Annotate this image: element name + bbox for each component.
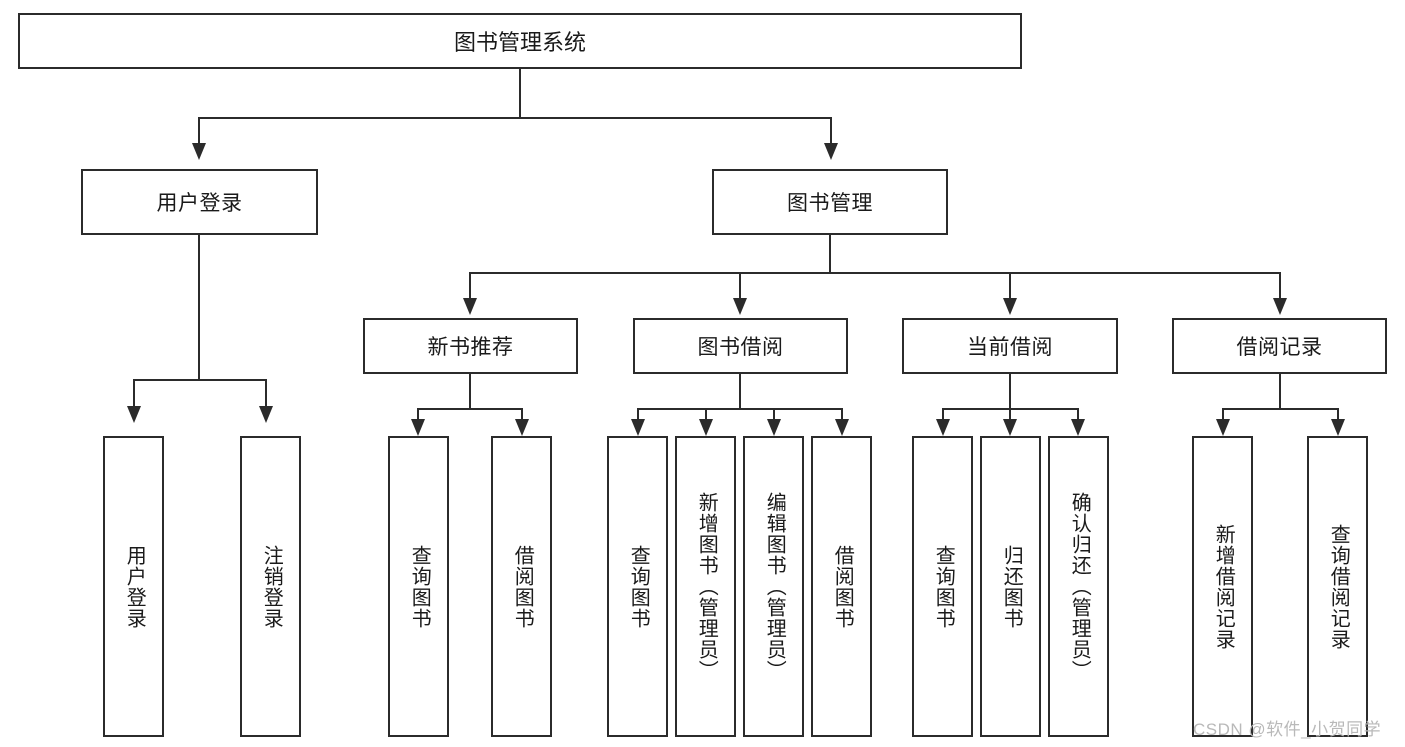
arrow-to-leaf-borrow-book-1	[515, 419, 529, 436]
connector-user-login-drop-1	[133, 379, 135, 406]
leaf-borrow-book-borrow[interactable]: 借阅图书	[811, 436, 872, 737]
connector-user-login-drop-2	[265, 379, 267, 406]
leaf-label: 查询图书	[627, 544, 650, 629]
arrow-to-leaf-query-book-1	[411, 419, 425, 436]
leaf-return-book[interactable]: 归还图书	[980, 436, 1041, 737]
node-label: 图书管理系统	[453, 30, 586, 55]
arrow-to-leaf-borrow-book-2	[835, 419, 849, 436]
leaf-label: 借阅图书	[511, 544, 534, 629]
node-label: 图书管理	[787, 192, 873, 215]
connector-new-book-rec-drop-2	[521, 408, 523, 420]
arrow-to-borrow-record	[1273, 298, 1287, 315]
connector-borrow-record-stem	[1279, 374, 1281, 409]
leaf-label: 用户登录	[123, 544, 146, 629]
connector-root-drop-right	[830, 117, 832, 143]
arrow-to-leaf-return-book	[1003, 419, 1017, 436]
connector-current-borrow-drop-1	[942, 408, 944, 420]
leaf-add-book-admin[interactable]: 新增图书（管理员）	[675, 436, 736, 737]
connector-book-borrow-drop-4	[841, 408, 843, 420]
leaf-confirm-return-admin[interactable]: 确认归还（管理员）	[1048, 436, 1109, 737]
leaf-logout[interactable]: 注销登录	[240, 436, 301, 737]
connector-book-borrow-drop-2	[705, 408, 707, 420]
connector-book-manage-drop-3	[1009, 272, 1011, 298]
node-label: 图书借阅	[697, 336, 784, 359]
connector-book-manage-stem	[829, 235, 831, 273]
node-label: 用户登录	[156, 192, 243, 215]
node-label: 借阅记录	[1236, 336, 1323, 359]
leaf-label: 确认归还（管理员）	[1068, 492, 1091, 681]
node-label: 新书推荐	[427, 336, 514, 359]
connector-new-book-rec-bar	[417, 408, 522, 410]
connector-book-borrow-stem	[739, 374, 741, 409]
leaf-query-borrow-record[interactable]: 查询借阅记录	[1307, 436, 1368, 737]
arrow-to-leaf-add-record	[1216, 419, 1230, 436]
connector-new-book-rec-drop-1	[417, 408, 419, 420]
leaf-label: 注销登录	[260, 544, 283, 629]
node-book-borrowing[interactable]: 图书借阅	[633, 318, 848, 374]
connector-root-drop-left	[198, 117, 200, 143]
node-root-book-management-system[interactable]: 图书管理系统	[18, 13, 1022, 69]
connector-book-manage-bar	[469, 272, 1281, 274]
connector-new-book-rec-stem	[469, 374, 471, 409]
leaf-query-book-current[interactable]: 查询图书	[912, 436, 973, 737]
node-user-login[interactable]: 用户登录	[81, 169, 318, 235]
arrow-to-leaf-query-record	[1331, 419, 1345, 436]
arrow-to-user-login	[192, 143, 206, 160]
connector-book-manage-drop-4	[1279, 272, 1281, 298]
arrow-to-leaf-confirm-return	[1071, 419, 1085, 436]
arrow-to-leaf-edit-book	[767, 419, 781, 436]
connector-current-borrow-drop-3	[1077, 408, 1079, 420]
connector-book-borrow-drop-3	[773, 408, 775, 420]
connector-borrow-record-bar	[1222, 408, 1338, 410]
connector-root-bar	[198, 117, 832, 119]
leaf-label: 编辑图书（管理员）	[763, 492, 786, 681]
leaf-query-book-borrow[interactable]: 查询图书	[607, 436, 668, 737]
arrow-to-leaf-user-login	[127, 406, 141, 423]
arrow-to-book-manage	[824, 143, 838, 160]
leaf-user-login[interactable]: 用户登录	[103, 436, 164, 737]
leaf-edit-book-admin[interactable]: 编辑图书（管理员）	[743, 436, 804, 737]
leaf-label: 查询借阅记录	[1327, 523, 1350, 650]
connector-borrow-record-drop-2	[1337, 408, 1339, 420]
arrow-to-leaf-query-book-3	[936, 419, 950, 436]
arrow-to-new-book-rec	[463, 298, 477, 315]
leaf-label: 查询图书	[932, 544, 955, 629]
leaf-borrow-book-new-rec[interactable]: 借阅图书	[491, 436, 552, 737]
connector-borrow-record-drop-1	[1222, 408, 1224, 420]
csdn-watermark: CSDN @软件_小贺同学	[1193, 720, 1382, 739]
arrow-to-current-borrow	[1003, 298, 1017, 315]
connector-book-manage-drop-2	[739, 272, 741, 298]
arrow-to-leaf-query-book-2	[631, 419, 645, 436]
node-book-management[interactable]: 图书管理	[712, 169, 948, 235]
arrow-to-leaf-logout	[259, 406, 273, 423]
connector-root-stem	[519, 69, 521, 118]
connector-book-borrow-drop-1	[637, 408, 639, 420]
node-label: 当前借阅	[967, 336, 1053, 359]
node-borrowing-record[interactable]: 借阅记录	[1172, 318, 1387, 374]
leaf-label: 归还图书	[1000, 544, 1023, 629]
connector-user-login-bar	[133, 379, 265, 381]
arrow-to-leaf-add-book	[699, 419, 713, 436]
connector-current-borrow-stem	[1009, 374, 1011, 409]
leaf-label: 新增图书（管理员）	[695, 492, 718, 681]
connector-user-login-stem	[198, 235, 200, 380]
node-current-borrowing[interactable]: 当前借阅	[902, 318, 1118, 374]
connector-book-manage-drop-1	[469, 272, 471, 298]
leaf-label: 查询图书	[408, 544, 431, 629]
leaf-query-book-new-rec[interactable]: 查询图书	[388, 436, 449, 737]
connector-current-borrow-drop-2	[1009, 408, 1011, 420]
connector-book-borrow-bar	[637, 408, 842, 410]
leaf-label: 新增借阅记录	[1212, 523, 1235, 650]
arrow-to-book-borrow	[733, 298, 747, 315]
node-new-book-recommendation[interactable]: 新书推荐	[363, 318, 578, 374]
leaf-add-borrow-record[interactable]: 新增借阅记录	[1192, 436, 1253, 737]
leaf-label: 借阅图书	[831, 544, 854, 629]
